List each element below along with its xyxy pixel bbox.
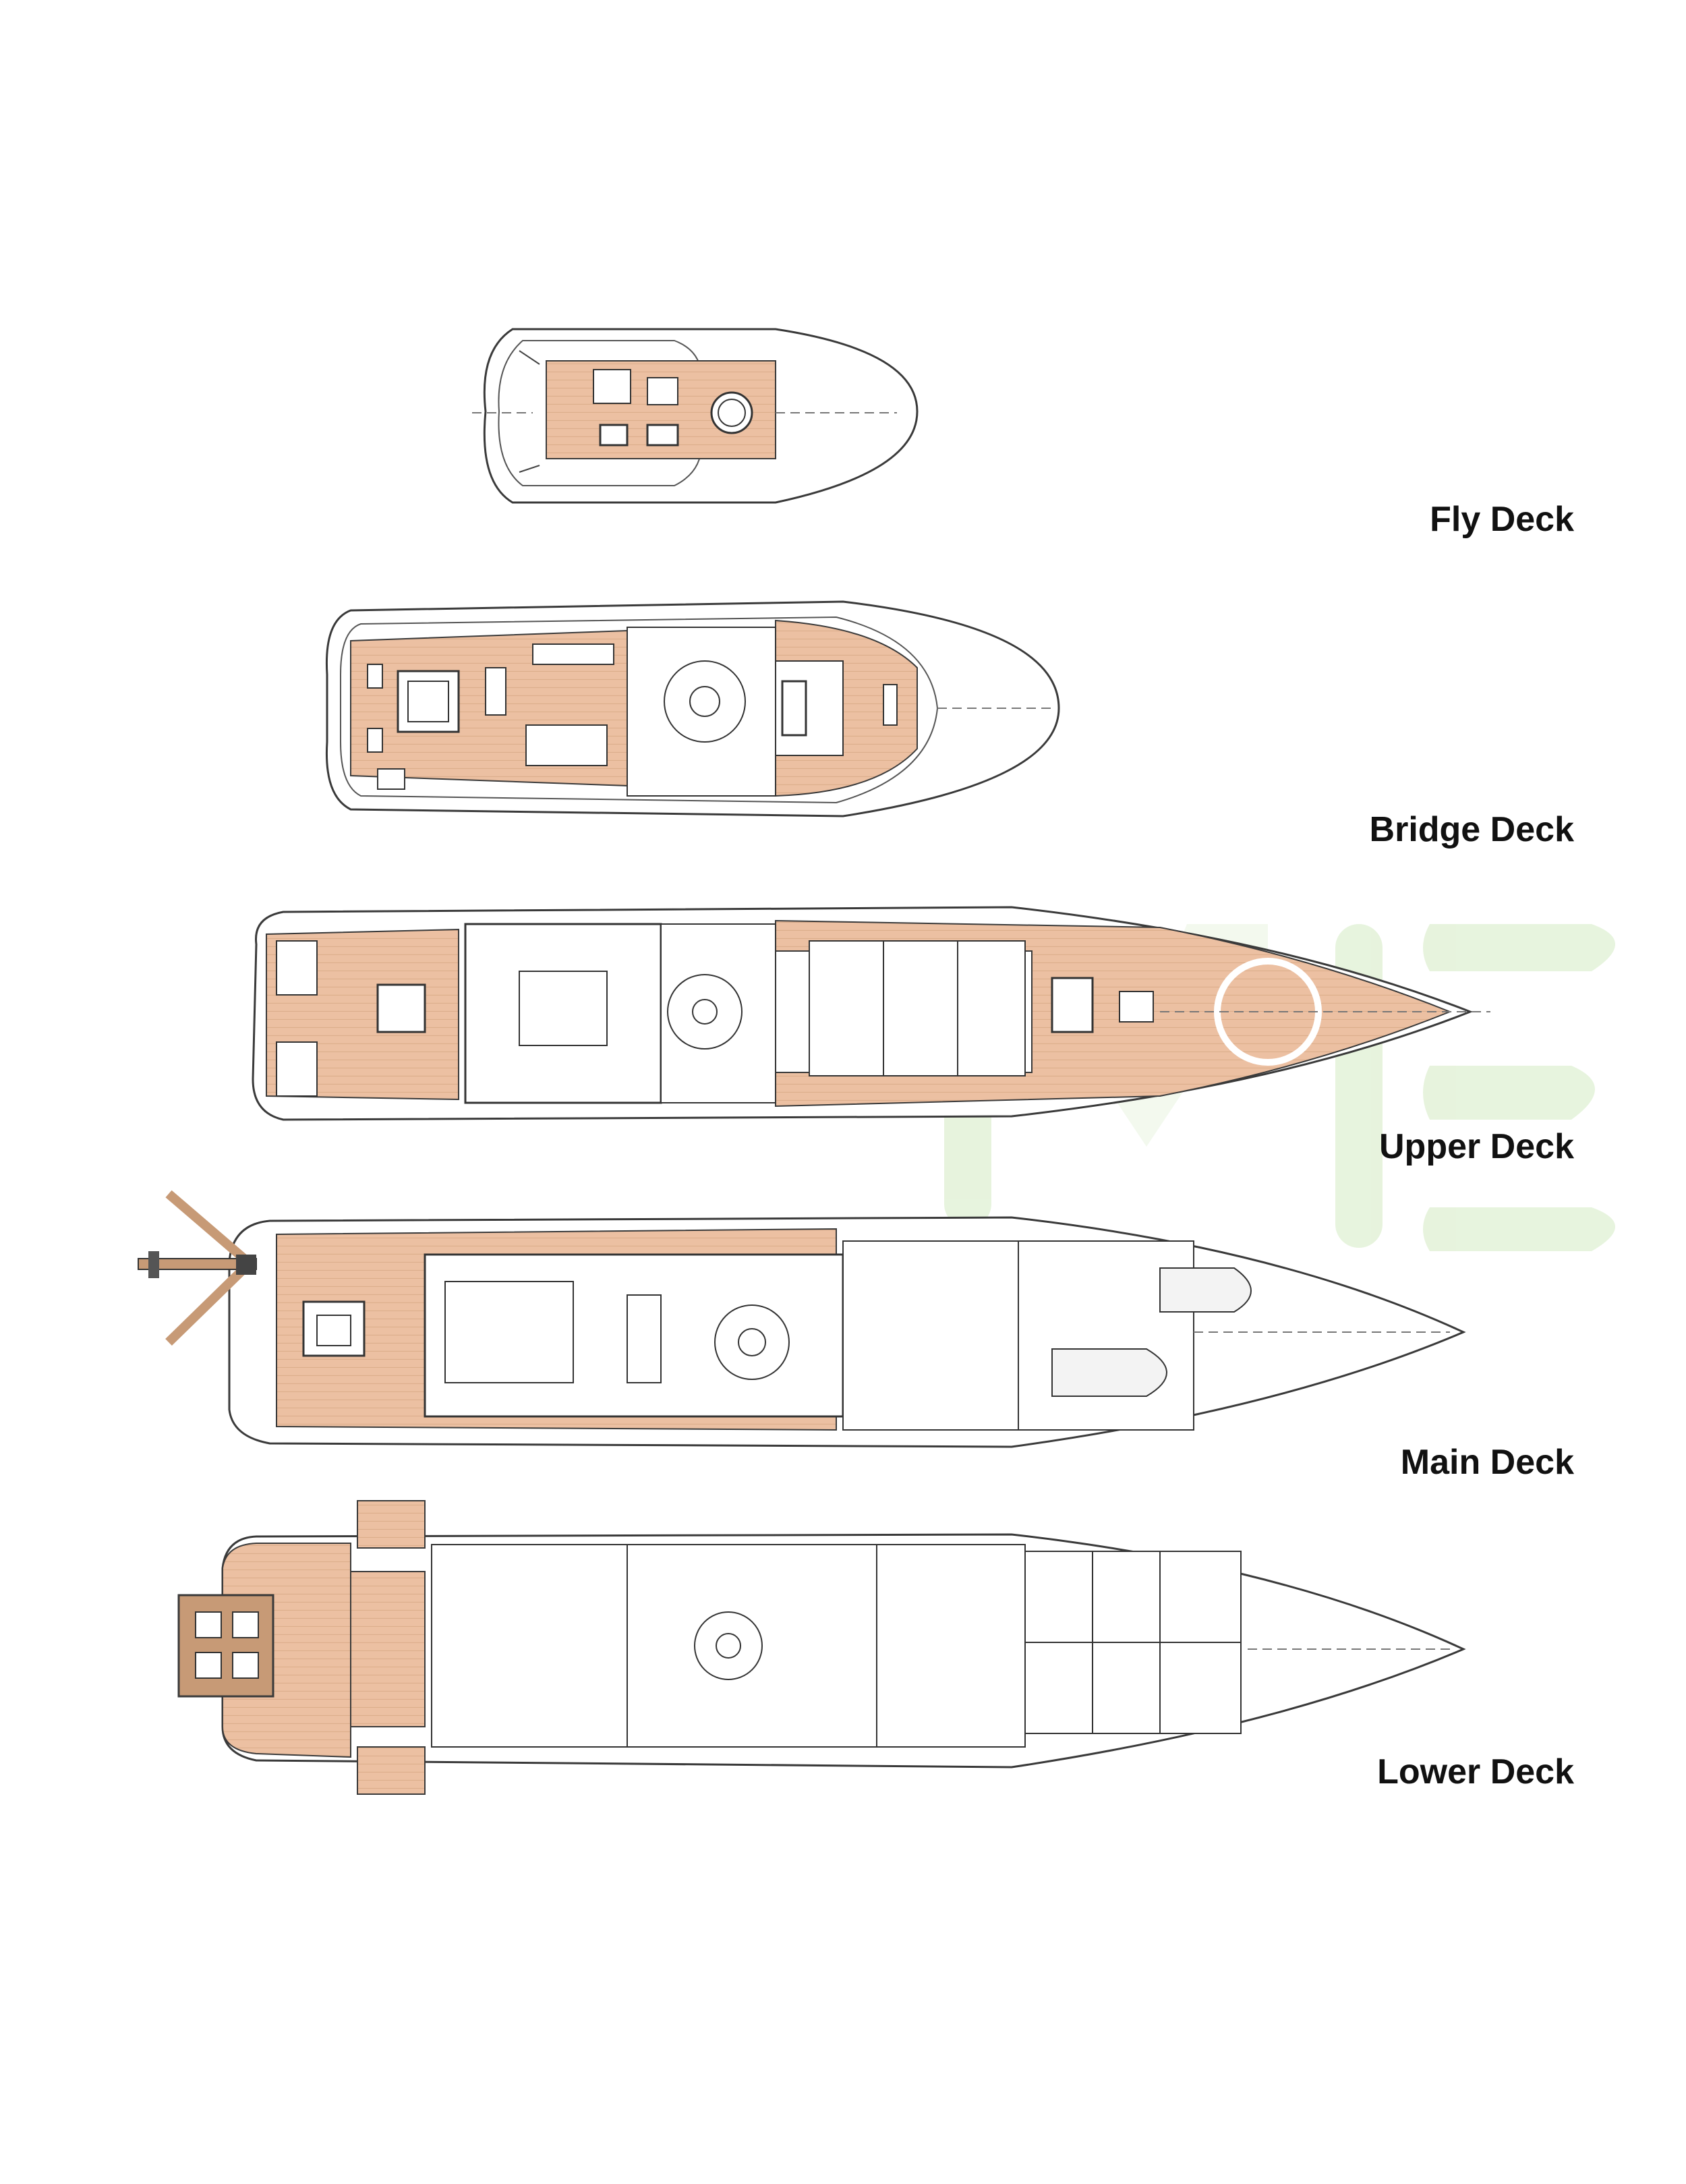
- crane-arm: [138, 1190, 257, 1346]
- bridge-fwd-teak: [775, 619, 918, 797]
- upper-deck-label: Upper Deck: [1379, 1127, 1574, 1166]
- lower-platform-teak: [350, 1571, 426, 1727]
- upper-deck-plan: [252, 906, 1490, 1121]
- bridge-deck-label: Bridge Deck: [1369, 810, 1574, 849]
- lower-swim-platform-bottom: [357, 1746, 426, 1795]
- helipad-circle: [1214, 958, 1322, 1066]
- main-deck-label: Main Deck: [1400, 1443, 1574, 1482]
- fly-deck-label: Fly Deck: [1430, 500, 1574, 539]
- lower-swim-platform-top: [357, 1500, 426, 1549]
- lower-deck-label: Lower Deck: [1377, 1752, 1574, 1791]
- bridge-deck-plan: [325, 600, 1060, 817]
- lower-deck-plan: [177, 1500, 1466, 1795]
- fly-deck-plan: [472, 328, 919, 504]
- lower-transom-teak: [177, 1594, 274, 1698]
- main-deck-plan: [138, 1190, 1466, 1448]
